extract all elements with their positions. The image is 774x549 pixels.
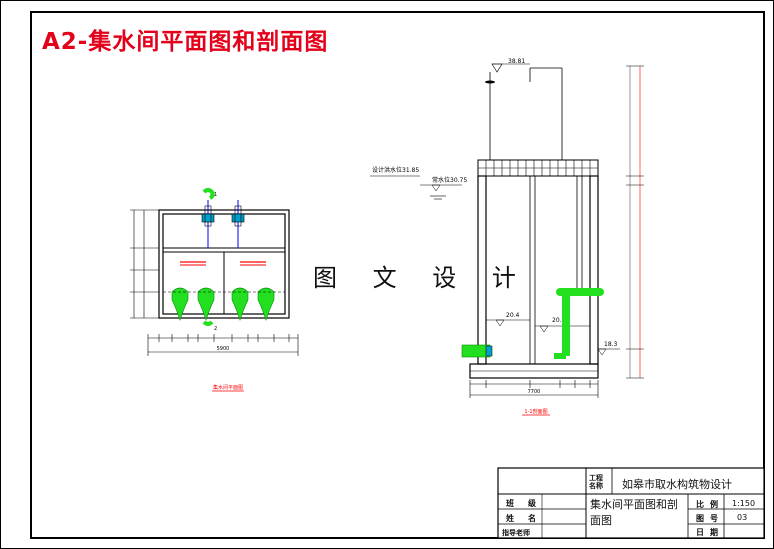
plan-pipe-label-1: 1 — [214, 192, 217, 198]
section-width-dim: 7700 — [528, 389, 541, 395]
section-caption: 1-1剖面图 — [524, 408, 547, 415]
tb-project-label: 工程名称 — [589, 474, 603, 490]
title-block — [497, 467, 765, 539]
tb-date-label: 日期 — [696, 528, 724, 537]
plan-pipe-label-2: 2 — [214, 326, 217, 332]
tb-scale-value: 1:150 — [732, 499, 756, 508]
tb-row2-label: 姓名 — [506, 514, 550, 523]
section-level-b: 20.8 — [552, 317, 566, 324]
tb-sheet-no-value: 03 — [737, 513, 748, 522]
section-normal-level: 常水位30.75 — [432, 176, 467, 184]
plan-view: 5900 1 2 集水间平面图 — [130, 188, 299, 392]
section-view: 38.81 20.4 20.8 设计洪水位31.85 常水位30.75 — [370, 58, 644, 416]
section-flood-level: 设计洪水位31.85 — [372, 166, 419, 174]
tb-sheet-no-label: 图号 — [696, 514, 724, 523]
drawing-border — [30, 11, 765, 539]
sheet-title: A2-集水间平面图和剖面图 — [42, 29, 329, 55]
plan-width-dim: 5900 — [217, 346, 230, 352]
tb-scale-label: 比例 — [696, 500, 724, 509]
tb-row3-label: 指导老师 — [502, 529, 530, 537]
tb-row1-label: 班级 — [506, 499, 550, 508]
tb-project-name: 如皋市取水构筑物设计 — [622, 478, 732, 491]
plan-caption: 集水间平面图 — [213, 384, 243, 391]
tb-drawing-name: 集水间平面图和剖面图 — [590, 498, 678, 527]
section-top-elevation: 38.81 — [508, 58, 525, 65]
section-level-c: 18.3 — [604, 341, 618, 348]
watermark: 图 文 设 计 — [313, 264, 530, 292]
section-level-a: 20.4 — [506, 312, 520, 319]
